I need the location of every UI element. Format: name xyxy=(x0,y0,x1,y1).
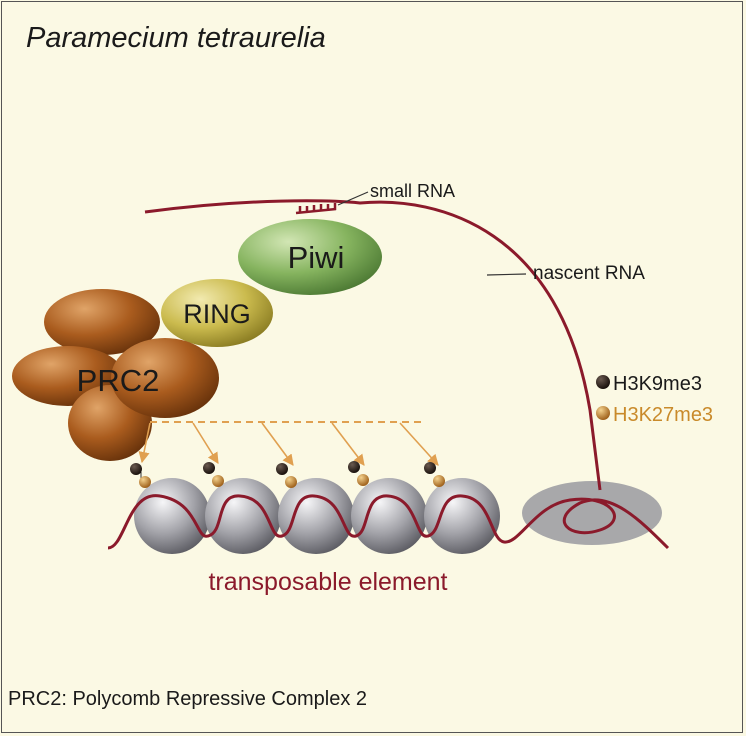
h3k9me3-mark xyxy=(130,463,142,475)
h3k27me3-mark xyxy=(212,475,224,487)
small-rna-leader xyxy=(337,191,369,206)
ring-label: RING xyxy=(183,299,251,329)
h3k9me3-mark xyxy=(203,462,215,474)
prc2-label: PRC2 xyxy=(77,363,160,398)
nascent-rna-leader xyxy=(486,273,527,276)
piwi-label: Piwi xyxy=(288,240,345,275)
arrow-1 xyxy=(138,422,151,464)
nascent-rna-label: nascent RNA xyxy=(533,263,645,284)
legend-h3k9me3-marker xyxy=(596,375,610,389)
h3k9me3-mark xyxy=(348,461,360,473)
h3k27me3-mark xyxy=(433,475,445,487)
prc2-complex xyxy=(12,289,219,461)
h3k9me3-mark xyxy=(276,463,288,475)
arrow-2 xyxy=(192,422,219,464)
h3k9me3-mark xyxy=(424,462,436,474)
nucleosome-3 xyxy=(276,463,354,554)
nucleosome-1 xyxy=(130,463,210,554)
arrow-4 xyxy=(331,422,365,466)
legend: H3K9me3 H3K27me3 xyxy=(596,373,713,426)
nucleosome-2 xyxy=(203,462,281,554)
legend-h3k27me3-label: H3K27me3 xyxy=(613,404,713,426)
nucleosome-5 xyxy=(424,462,500,554)
footnote: PRC2: Polycomb Repressive Complex 2 xyxy=(8,688,368,710)
polymerase-complex xyxy=(522,481,662,545)
arrow-5 xyxy=(399,422,439,466)
small-rna-label: small RNA xyxy=(370,181,455,201)
piwi-protein xyxy=(238,219,382,295)
transposable-element-label: transposable element xyxy=(208,568,447,596)
nucleosome-4 xyxy=(348,461,427,554)
small-rna-duplex xyxy=(295,203,337,215)
arrow-3 xyxy=(261,422,294,466)
legend-h3k27me3-marker xyxy=(596,406,610,420)
h3k27me3-mark xyxy=(139,476,151,488)
page-title: Paramecium tetraurelia xyxy=(26,22,326,54)
h3k27me3-mark xyxy=(357,474,369,486)
dna-strand xyxy=(107,494,670,550)
nascent-rna-strand xyxy=(144,199,602,491)
legend-h3k9me3-label: H3K9me3 xyxy=(613,373,702,395)
h3k27me3-mark xyxy=(285,476,297,488)
ring-protein xyxy=(161,279,273,347)
methylation-arrows xyxy=(138,422,439,466)
